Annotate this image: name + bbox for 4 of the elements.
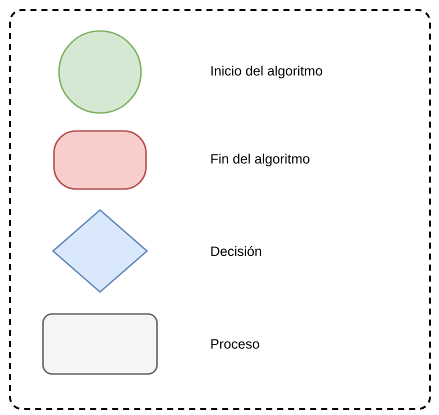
legend-text: Proceso <box>211 339 260 349</box>
legend-text: Inicio del algoritmo <box>211 66 322 78</box>
legend-text: Fin del algoritmo <box>211 154 310 166</box>
legend-text: Decisión <box>211 246 262 256</box>
